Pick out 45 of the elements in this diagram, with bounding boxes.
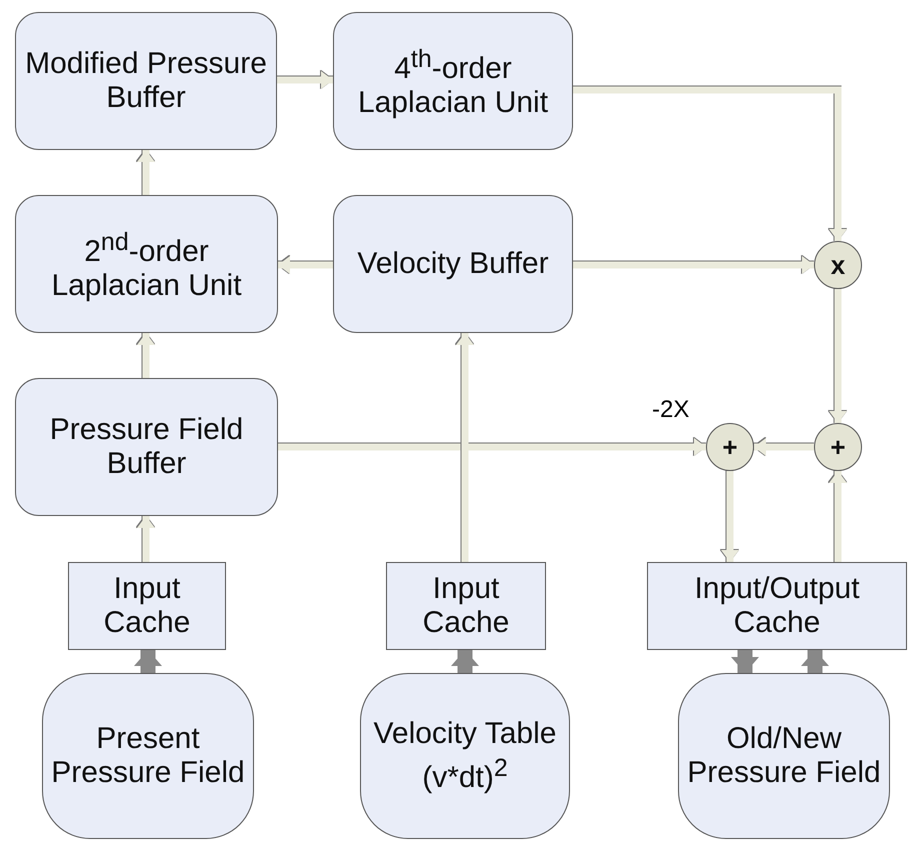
operator-circle bbox=[814, 241, 862, 289]
arrow bbox=[277, 71, 333, 89]
process-box bbox=[15, 378, 278, 516]
node-label: Input Cache bbox=[102, 572, 192, 640]
node-label: 2$^{nd}$-order Laplacian Unit bbox=[50, 227, 243, 303]
node-label: Modified Pressure Buffer bbox=[24, 47, 268, 115]
node-label: Velocity Table (v*dt)$^{2}$ bbox=[372, 717, 558, 795]
arrow bbox=[451, 650, 479, 673]
arrow bbox=[134, 650, 162, 673]
process-box bbox=[68, 562, 226, 650]
process-box bbox=[360, 673, 570, 839]
arrow bbox=[731, 650, 759, 673]
arrow bbox=[573, 86, 847, 241]
process-box bbox=[15, 12, 277, 150]
process-box bbox=[333, 195, 573, 333]
node-label: Input Cache bbox=[422, 572, 510, 640]
arrow bbox=[801, 650, 829, 673]
node-label: Velocity Buffer bbox=[357, 247, 549, 281]
arrow bbox=[573, 256, 814, 274]
node-label: Present Pressure Field bbox=[50, 722, 246, 790]
arrow bbox=[137, 150, 155, 195]
arrow bbox=[278, 438, 706, 456]
arrow bbox=[829, 289, 847, 423]
operator-circle bbox=[706, 423, 754, 471]
operator-symbol: + bbox=[830, 434, 846, 460]
arrow bbox=[137, 333, 155, 378]
arrow bbox=[829, 471, 847, 562]
arrow bbox=[137, 516, 155, 562]
node-label: Input/Output Cache bbox=[693, 572, 861, 640]
arrow bbox=[278, 256, 333, 274]
process-box bbox=[15, 195, 278, 333]
process-box bbox=[333, 12, 573, 150]
arrow bbox=[754, 438, 814, 456]
operator-symbol: x bbox=[830, 252, 846, 278]
node-label: Pressure Field Buffer bbox=[48, 413, 244, 481]
process-box bbox=[42, 673, 254, 839]
arrow bbox=[456, 333, 474, 562]
node-label: Old/New Pressure Field bbox=[686, 722, 882, 790]
operator-symbol: + bbox=[722, 434, 738, 460]
node-label: 4$^{th}$-order Laplacian Unit bbox=[356, 44, 550, 120]
process-box bbox=[678, 673, 890, 839]
operator-circle bbox=[814, 423, 862, 471]
process-box bbox=[647, 562, 907, 650]
process-box bbox=[386, 562, 546, 650]
arrow bbox=[721, 471, 739, 562]
